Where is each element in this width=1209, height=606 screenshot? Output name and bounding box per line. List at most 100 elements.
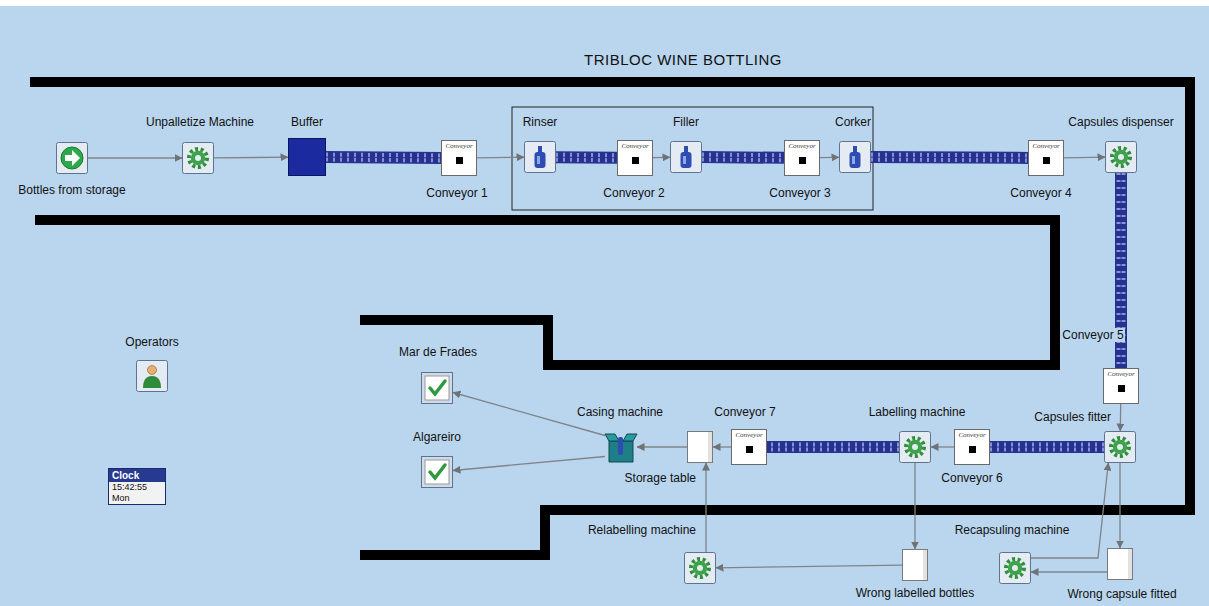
connector-line bbox=[477, 157, 524, 159]
icon-part bbox=[195, 155, 201, 161]
machine-node: Labelling machine bbox=[899, 431, 931, 463]
icon-part bbox=[1113, 440, 1127, 454]
icon-part bbox=[1106, 142, 1137, 173]
conveyor-icon-text: Conveyor bbox=[617, 142, 653, 150]
flow-arrow bbox=[1031, 572, 1107, 573]
belt-base bbox=[990, 441, 1104, 453]
conveyor-belt bbox=[702, 157, 784, 159]
conveyor-icon-text: Conveyor bbox=[954, 431, 990, 439]
connector-line bbox=[214, 157, 288, 159]
connector-line bbox=[931, 446, 954, 447]
icon-part bbox=[688, 432, 713, 463]
conveyor-belt bbox=[767, 447, 899, 448]
icon-part bbox=[1000, 553, 1031, 584]
belt-bottles bbox=[990, 443, 1104, 452]
node-label: Conveyor 3 bbox=[768, 186, 831, 200]
icon-part bbox=[1012, 565, 1018, 571]
icon-part bbox=[903, 550, 928, 581]
connector-line bbox=[1120, 404, 1122, 431]
connector-line bbox=[716, 565, 902, 568]
conveyor-dot bbox=[456, 157, 463, 164]
storage-node: Storage table bbox=[687, 431, 713, 463]
connector-line bbox=[326, 157, 441, 159]
connector-line bbox=[767, 447, 899, 448]
conveyor-dot bbox=[969, 446, 976, 453]
connector-line bbox=[1064, 157, 1105, 159]
icon-part bbox=[430, 465, 445, 478]
icon-part bbox=[840, 142, 871, 173]
buffer-icon bbox=[288, 138, 326, 176]
check-icon bbox=[421, 456, 453, 488]
node-label: Wrong capsule fitted bbox=[1066, 587, 1177, 601]
icon-part bbox=[189, 149, 207, 167]
icon-part bbox=[708, 432, 712, 462]
clock-panel: Clock15:42:55Mon bbox=[108, 468, 166, 505]
icon-part bbox=[143, 376, 161, 388]
icon-part bbox=[430, 381, 445, 394]
belt-bottles bbox=[767, 443, 899, 452]
check-icon bbox=[421, 372, 453, 404]
clock-value: Mon bbox=[109, 493, 165, 504]
machine-node: Filler bbox=[670, 141, 702, 173]
operators-node: Operators bbox=[136, 360, 168, 392]
icon-part bbox=[425, 460, 449, 484]
node-label: Wrong labelled bottles bbox=[855, 586, 976, 600]
icon-part bbox=[1128, 549, 1132, 579]
node-label: Conveyor 4 bbox=[1009, 186, 1072, 200]
conveyor-belt bbox=[990, 447, 1104, 448]
connector-line bbox=[637, 446, 687, 447]
icon-part bbox=[65, 150, 80, 166]
conveyor-belt bbox=[556, 157, 617, 159]
flow-arrow bbox=[477, 157, 524, 159]
flow-arrow bbox=[637, 447, 687, 448]
window-strip bbox=[0, 0, 1209, 6]
belt-bottles bbox=[702, 153, 784, 163]
connector-line bbox=[871, 157, 1028, 159]
gear-icon bbox=[1104, 431, 1136, 463]
icon-part bbox=[923, 550, 927, 580]
bottle-icon bbox=[839, 141, 871, 173]
node-label: Bottles from storage bbox=[17, 183, 126, 197]
belt-base bbox=[767, 441, 899, 453]
flow-arrow bbox=[931, 447, 954, 448]
icon-part bbox=[908, 440, 922, 454]
node-label: Storage table bbox=[624, 471, 697, 485]
conveyor-icon-text: Conveyor bbox=[731, 431, 767, 439]
conveyor-icon-text: Conveyor bbox=[441, 142, 477, 150]
icon-part bbox=[955, 430, 990, 465]
flow-arrow bbox=[915, 463, 916, 549]
storage-node: Wrong labelled bottles bbox=[902, 549, 928, 581]
connector-line bbox=[453, 457, 605, 471]
node-label: Casing machine bbox=[576, 405, 664, 419]
white-icon bbox=[687, 431, 713, 463]
node-label: Operators bbox=[124, 335, 179, 349]
connector-line bbox=[556, 157, 617, 159]
conveyor-dot bbox=[1043, 157, 1050, 164]
connector-line bbox=[820, 157, 839, 159]
flow-arrow bbox=[1120, 463, 1121, 548]
icon-part bbox=[422, 457, 453, 488]
node-label: Mar de Frades bbox=[398, 345, 478, 359]
icon-part bbox=[525, 142, 556, 173]
icon-part bbox=[1108, 549, 1133, 580]
icon-part bbox=[183, 143, 214, 174]
conveyor-icon-text: Conveyor bbox=[1028, 142, 1064, 150]
casing-icon bbox=[605, 431, 637, 463]
node-label: Algareiro bbox=[412, 430, 462, 444]
icon-part bbox=[618, 141, 653, 176]
node-label: Recapsuling machine bbox=[954, 523, 1071, 537]
connector-line bbox=[702, 157, 784, 159]
icon-part bbox=[785, 141, 820, 176]
icon-part bbox=[671, 142, 702, 173]
node-label: Conveyor 6 bbox=[940, 471, 1003, 485]
connector-line bbox=[914, 463, 915, 549]
machine-node: Capsules dispenser bbox=[1105, 141, 1137, 173]
flow-arrow bbox=[1031, 463, 1108, 558]
flow-arrow bbox=[706, 463, 707, 552]
tribloc-frame bbox=[512, 107, 873, 210]
person-icon bbox=[136, 360, 168, 392]
icon-part bbox=[605, 434, 619, 441]
diagram-title: TRIBLOC WINE BOTTLING bbox=[584, 51, 782, 69]
node-label: Unpalletize Machine bbox=[145, 115, 255, 129]
